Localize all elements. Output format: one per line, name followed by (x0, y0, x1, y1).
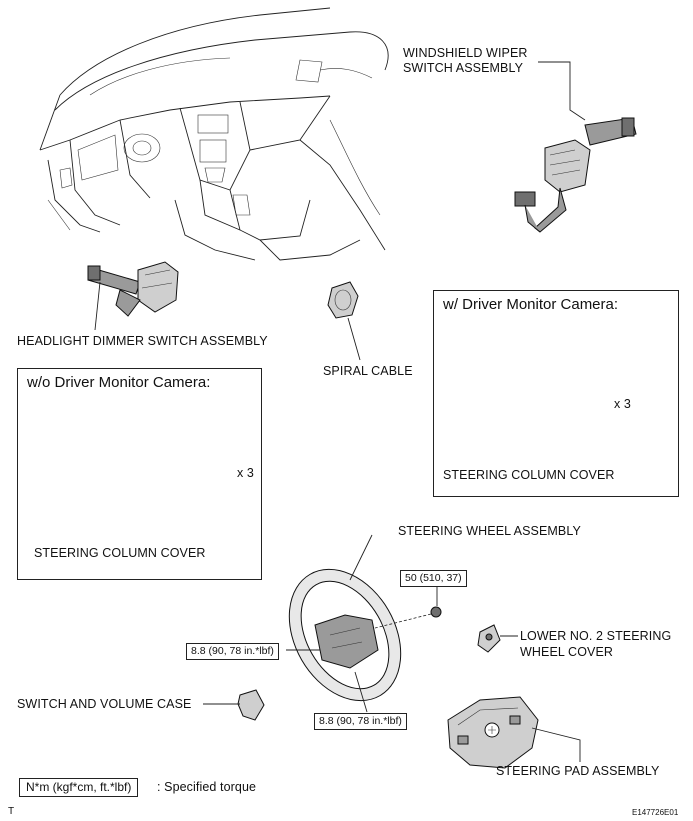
without-camera-title: w/o Driver Monitor Camera: (27, 374, 211, 391)
wiper-switch-part (514, 61, 637, 233)
torque-box-left: 8.8 (90, 78 in.*lbf) (186, 643, 279, 660)
wiper-label-line2: SWITCH ASSEMBLY (403, 61, 524, 75)
with-camera-part-label: STEERING COLUMN COVER (443, 468, 615, 482)
torque-box-nut: 50 (510, 37) (400, 570, 467, 587)
lower-cover-label-line2: WHEEL COVER (520, 645, 614, 659)
with-camera-frame (433, 290, 679, 497)
headlight-switch-part (87, 261, 179, 331)
steering-pad-label: STEERING PAD ASSEMBLY (496, 764, 660, 778)
with-camera-qty: x 3 (614, 397, 631, 411)
wiper-label-line1: WINDSHIELD WIPER (403, 46, 528, 60)
steering-wheel-part (286, 534, 442, 713)
headlight-label: HEADLIGHT DIMMER SWITCH ASSEMBLY (17, 334, 268, 348)
without-camera-qty: x 3 (237, 466, 254, 480)
switch-case-part (203, 689, 265, 721)
wheel-label: STEERING WHEEL ASSEMBLY (398, 524, 581, 538)
legend-torque-box: N*m (kgf*cm, ft.*lbf) (19, 778, 139, 797)
steering-pad-part (447, 696, 581, 769)
lower-cover-part (477, 624, 518, 653)
with-camera-title: w/ Driver Monitor Camera: (443, 296, 619, 313)
without-camera-part-label: STEERING COLUMN COVER (34, 546, 206, 560)
spiral-cable-label: SPIRAL CABLE (323, 364, 413, 378)
without-camera-frame (17, 368, 262, 580)
legend-torque-text: : Specified torque (157, 780, 257, 794)
switch-case-label: SWITCH AND VOLUME CASE (17, 697, 192, 711)
torque-box-bottom: 8.8 (90, 78 in.*lbf) (314, 713, 407, 730)
footer-left-mark: T (8, 806, 15, 817)
dashboard-illustration (39, 7, 389, 261)
spiral-cable-part (327, 281, 361, 361)
figure-id: E147726E01 (632, 808, 679, 817)
lower-cover-label-line1: LOWER NO. 2 STEERING (520, 629, 672, 643)
